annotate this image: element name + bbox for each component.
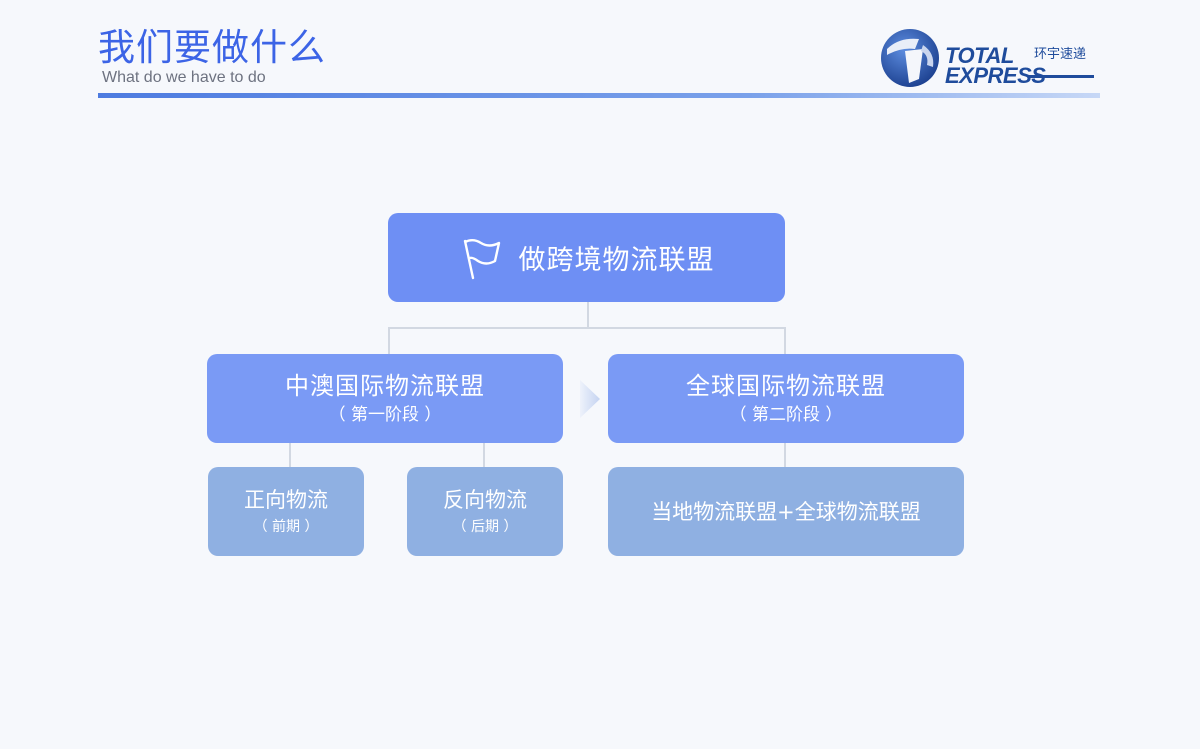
node-root: 做跨境物流联盟 [388, 213, 785, 302]
node-stage1-sub: （ 第一阶段 ） [328, 404, 442, 425]
logo-text-cn: 环宇速递 [1034, 47, 1087, 62]
node-stage1: 中澳国际物流联盟 （ 第一阶段 ） [207, 354, 563, 443]
flag-icon [463, 238, 500, 279]
logo-text-express: EXPRESS [945, 63, 1046, 88]
chevron-right-icon [580, 380, 600, 418]
connector-right-down [784, 327, 786, 354]
node-local-global-label: 当地物流联盟+全球物流联盟 [651, 499, 921, 524]
connector-root-down [587, 302, 589, 329]
connector-leaf3-up [784, 443, 786, 467]
page-subtitle: What do we have to do [102, 69, 266, 86]
logo-text-total: TOTAL [945, 43, 1014, 68]
node-local-global-alliance: 当地物流联盟+全球物流联盟 [608, 467, 964, 556]
connector-leaf2-up [483, 443, 485, 467]
globe-logo-icon [881, 29, 939, 87]
connector-leaf1-up [289, 443, 291, 467]
connector-left-down [388, 327, 390, 354]
header-divider [98, 93, 1100, 98]
connector-horizontal [388, 327, 786, 329]
node-forward-logistics: 正向物流 （ 前期 ） [208, 467, 364, 556]
logo-underline [1029, 75, 1094, 78]
node-stage2: 全球国际物流联盟 （ 第二阶段 ） [608, 354, 964, 443]
node-reverse-sub: （ 后期 ） [452, 518, 518, 535]
page-title: 我们要做什么 [98, 26, 326, 69]
node-root-label: 做跨境物流联盟 [518, 245, 715, 276]
node-forward-sub: （ 前期 ） [253, 518, 319, 535]
company-logo: TOTAL EXPRESS 环宇速递 [879, 27, 1099, 93]
node-stage2-label: 全球国际物流联盟 [686, 371, 886, 400]
node-stage1-label: 中澳国际物流联盟 [285, 371, 485, 400]
node-reverse-label: 反向物流 [443, 487, 527, 512]
node-stage2-sub: （ 第二阶段 ） [729, 404, 843, 425]
node-forward-label: 正向物流 [244, 487, 328, 512]
node-reverse-logistics: 反向物流 （ 后期 ） [407, 467, 563, 556]
